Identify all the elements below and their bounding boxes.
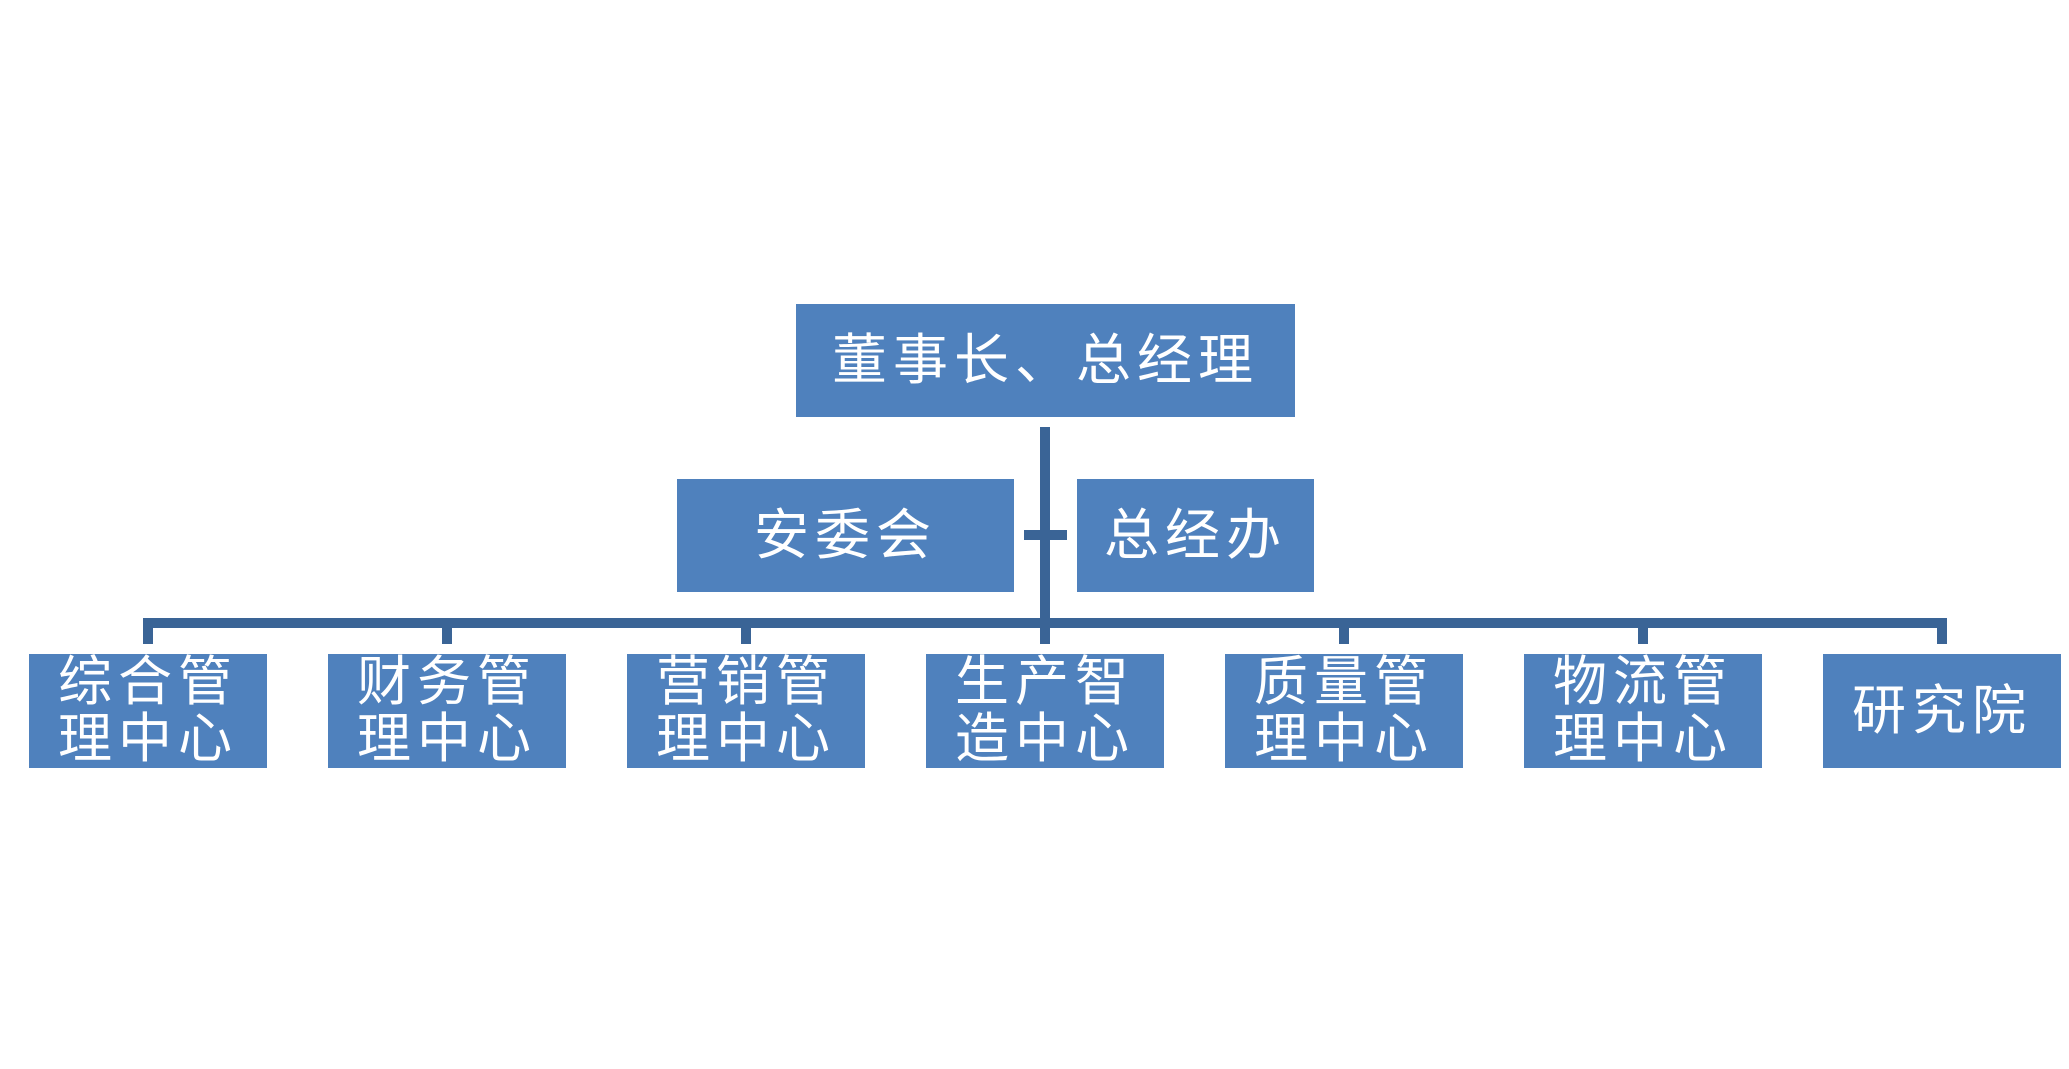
gm-office-box: 总经办	[1077, 479, 1314, 592]
department-label: 生产智造中心	[955, 650, 1135, 770]
chairman-gm-label: 董事长、总经理	[831, 327, 1259, 392]
department-label: 营销管理中心	[656, 650, 836, 770]
chairman-gm-box: 董事长、总经理	[796, 304, 1295, 417]
department-box: 财务管理中心	[328, 650, 566, 770]
safety-committee-box: 安委会	[677, 479, 1014, 592]
safety-committee-label: 安委会	[753, 502, 937, 567]
department-label: 财务管理中心	[357, 650, 537, 770]
department-box: 综合管理中心	[29, 650, 267, 770]
department-box: 营销管理中心	[627, 650, 865, 770]
gm-office-label: 总经办	[1103, 502, 1287, 567]
department-label: 物流管理中心	[1553, 650, 1733, 770]
department-box: 研究院	[1823, 654, 2061, 768]
department-label: 研究院	[1852, 678, 2032, 742]
department-box: 质量管理中心	[1225, 650, 1463, 770]
department-label: 综合管理中心	[58, 650, 238, 770]
department-label: 质量管理中心	[1254, 650, 1434, 770]
department-box: 物流管理中心	[1524, 650, 1762, 770]
department-box: 生产智造中心	[926, 650, 1164, 770]
